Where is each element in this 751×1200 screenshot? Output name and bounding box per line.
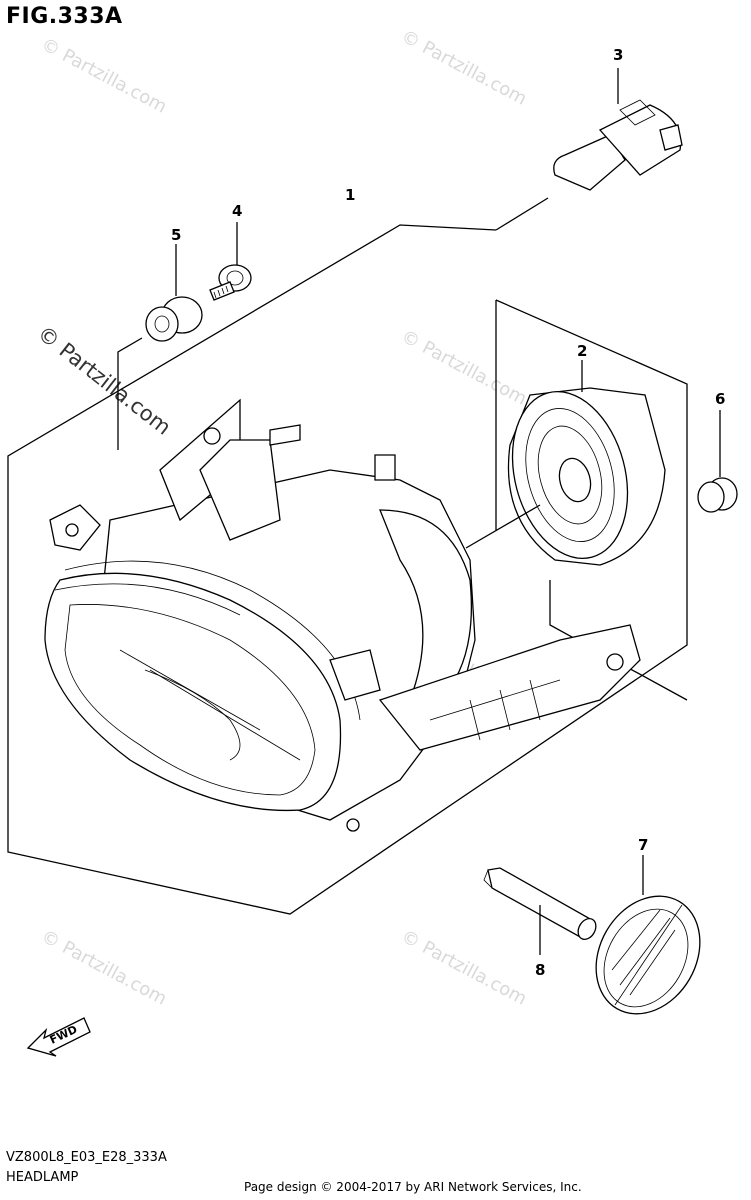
watermark-text: © Partzilla.com [398,26,531,110]
socket-part [465,360,666,566]
watermark-text: © Partzilla.com [38,926,171,1010]
callout-4: 4 [232,202,242,220]
figure-name: HEADLAMP [6,1170,79,1185]
assembly-bounding-box [7,197,688,915]
callout-labels: 1 2 3 4 5 6 7 8 [171,46,725,979]
screw-part [209,222,252,301]
watermark-text: © Partzilla.com [398,326,531,410]
callout-8: 8 [535,961,545,979]
watermark-text: © Partzilla.com [38,34,171,118]
fwd-arrow-icon: FWD [26,1017,91,1057]
callout-2: 2 [577,342,587,360]
callout-6: 6 [715,390,725,408]
watermark-text: © Partzilla.com [398,926,531,1010]
headlamp-assembly [44,398,641,832]
callout-5: 5 [171,226,181,244]
callout-1: 1 [345,186,355,204]
bulb-part [553,68,683,191]
bolt-part [483,867,597,955]
reflector-part [595,855,701,1015]
callout-3: 3 [613,46,623,64]
callout-7: 7 [638,836,648,854]
page-credit: Page design © 2004-2017 by ARI Network S… [244,1180,582,1194]
figure-title: FIG.333A [6,4,123,29]
cushion-part-right [697,410,738,513]
figure-code: VZ800L8_E03_E28_333A [6,1150,167,1165]
cushion-part-upper [117,244,203,450]
